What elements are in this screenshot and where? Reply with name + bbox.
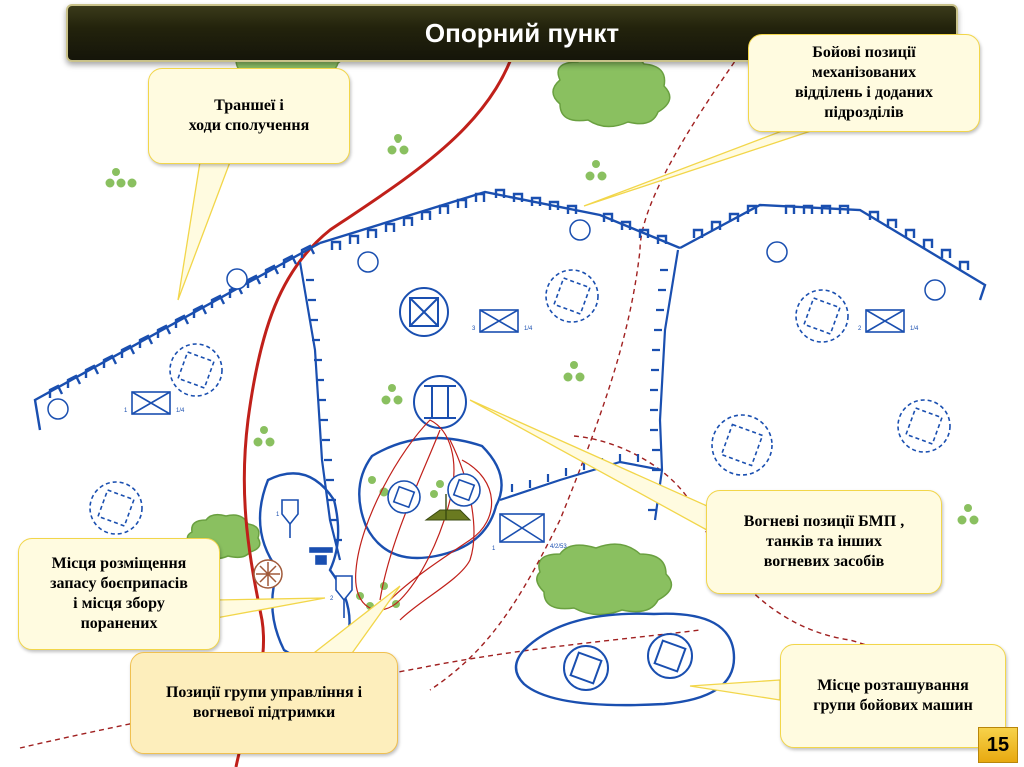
title-bar: Опорний пункт [66, 4, 958, 62]
squad-position-icon [89, 269, 951, 535]
svg-text:1/4: 1/4 [176, 408, 185, 414]
svg-text:1: 1 [492, 546, 496, 552]
svg-text:2: 2 [858, 326, 862, 332]
callout-mech-positions: Бойові позиції механізованих відділень і… [748, 34, 980, 132]
callout-trenches: Траншеї і ходи сполучення [148, 68, 350, 164]
unit-symbol-label: 1 1/4 3 1/4 2 1/4 1 4/2/53 1 2 [124, 326, 919, 602]
unit-symbol [131, 309, 905, 543]
svg-text:1/4: 1/4 [524, 326, 533, 332]
boundary-dashed-line [429, 39, 751, 691]
road-line [234, 29, 522, 767]
fire-sector [355, 419, 493, 621]
trench-line [33, 188, 987, 431]
weapon-position-icon [387, 473, 481, 514]
callout-fire-positions: Вогневі позиції БМП , танків та інших во… [706, 490, 942, 594]
callout-command: Позиції групи управління і вогневої підт… [130, 652, 398, 754]
vegetation-cloud [552, 51, 671, 128]
combat-vehicle-icon [563, 633, 693, 691]
boundary-dashed-line [19, 629, 701, 749]
svg-text:1: 1 [276, 512, 280, 518]
vegetation-cloud [536, 543, 673, 616]
trench-post-icon [47, 219, 946, 420]
communication-passage [298, 249, 680, 561]
svg-text:2: 2 [330, 596, 334, 602]
callout-ammo: Місця розміщення запасу боєприпасів і мі… [18, 538, 220, 650]
callout-pointer [177, 127, 821, 701]
svg-text:1/4: 1/4 [910, 326, 919, 332]
command-flag-icon [424, 494, 472, 521]
svg-text:4/2/53: 4/2/53 [550, 544, 567, 550]
svg-text:1: 1 [124, 408, 128, 414]
casualty-collection-icon [253, 559, 283, 589]
ammo-point-icon [281, 499, 353, 618]
page-title: Опорний пункт [424, 17, 620, 48]
svg-text:3: 3 [472, 326, 476, 332]
command-post-icon [399, 287, 467, 429]
callout-vehicles: Місце розташування групи бойових машин [780, 644, 1006, 748]
page-number-badge: 15 [978, 727, 1018, 763]
